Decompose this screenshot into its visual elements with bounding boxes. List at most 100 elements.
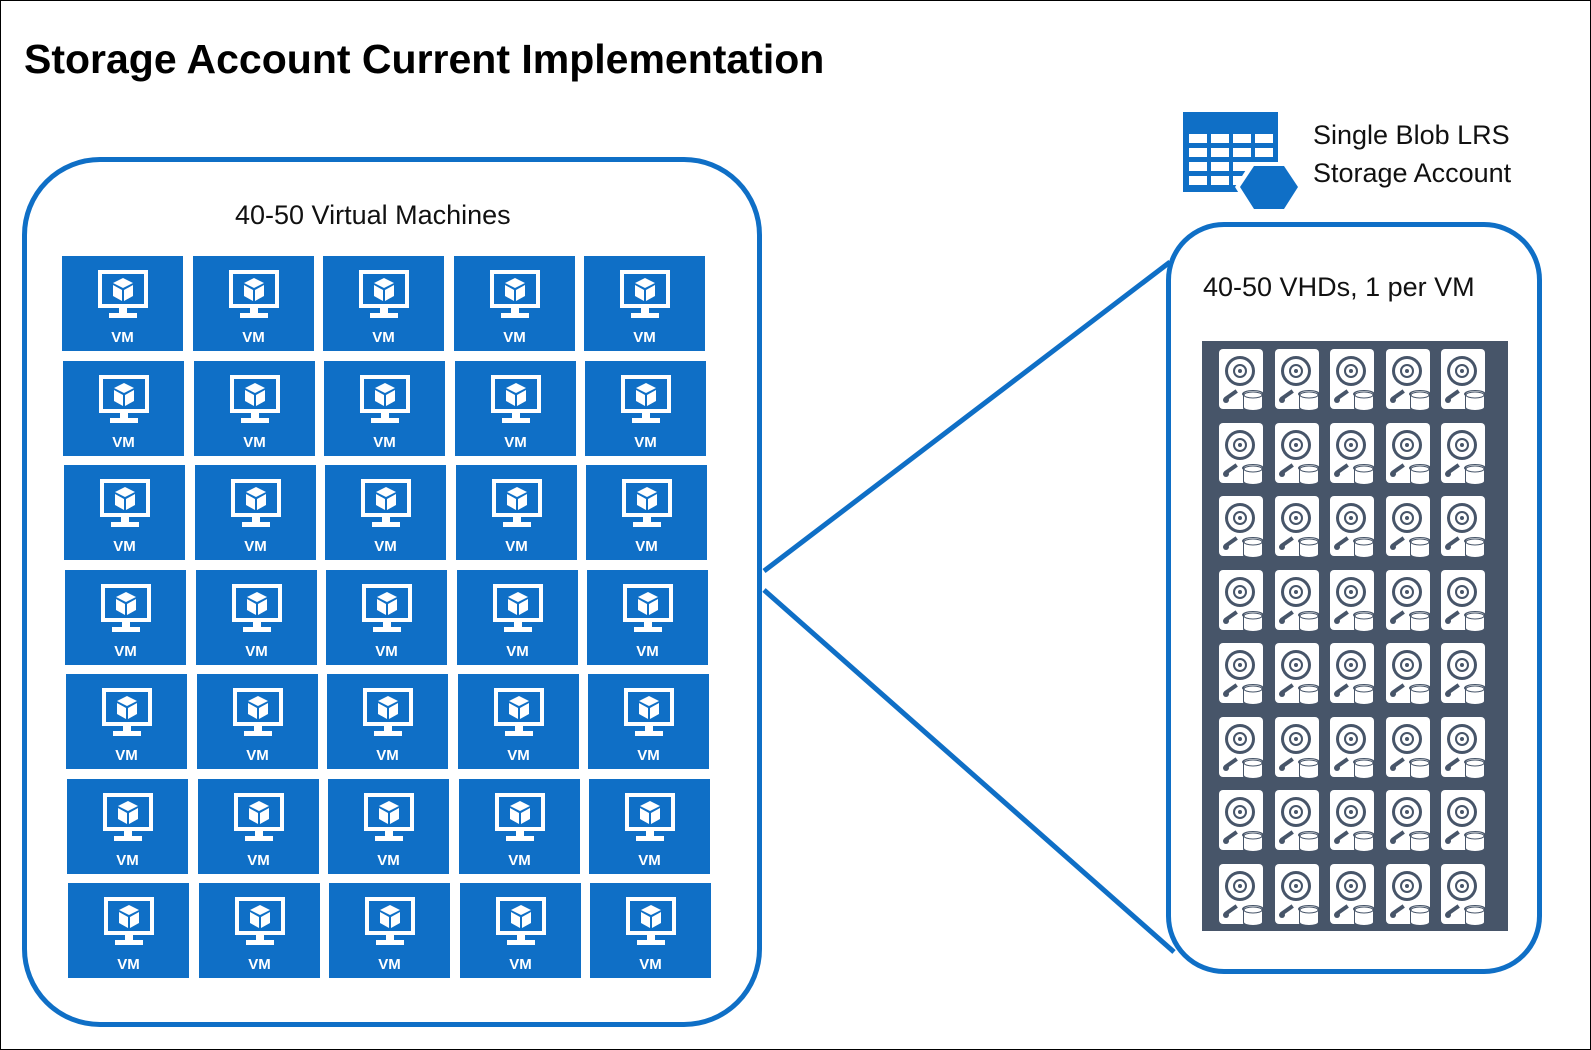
monitor-with-cube-icon: [98, 270, 148, 318]
vhd-disk: [1440, 347, 1489, 412]
vm-tile-label: VM: [504, 434, 527, 451]
hard-disk-drive-icon: [1330, 422, 1375, 485]
vhd-disk: [1218, 494, 1267, 559]
storage-account-group: [1166, 222, 1542, 974]
vm-tile-label: VM: [112, 434, 135, 451]
vm-tile-label: VM: [113, 538, 136, 555]
vm-tile: VM: [459, 779, 580, 874]
hard-disk-drive-icon: [1385, 349, 1431, 412]
vm-tile: VM: [68, 883, 189, 978]
vhd-disk: [1329, 715, 1378, 779]
vm-tile: VM: [326, 570, 447, 665]
monitor-with-cube-icon: [494, 688, 544, 736]
hard-disk-drive-icon: [1274, 422, 1320, 485]
monitor-with-cube-icon: [495, 793, 545, 841]
hard-disk-drive-icon: [1385, 569, 1431, 632]
vhd-disk: [1218, 715, 1267, 779]
hard-disk-drive-icon: [1219, 569, 1264, 632]
hard-disk-drive-icon: [1330, 349, 1375, 412]
vhd-disk: [1385, 641, 1434, 706]
hard-disk-drive-icon: [1219, 863, 1264, 926]
vhd-disk: [1218, 421, 1267, 485]
vhd-disk: [1274, 715, 1323, 779]
vm-tile: VM: [196, 570, 317, 665]
vm-tile-label: VM: [635, 538, 658, 555]
vm-tile: VM: [589, 779, 710, 874]
vm-tile-label: VM: [242, 329, 265, 346]
vhd-disk: [1440, 568, 1489, 632]
vm-tile: VM: [194, 361, 315, 456]
vm-tile: VM: [64, 465, 185, 560]
monitor-with-cube-icon: [626, 897, 676, 945]
monitor-with-cube-icon: [231, 479, 281, 527]
vhd-disk: [1440, 862, 1489, 926]
vhd-disk: [1218, 862, 1267, 926]
monitor-with-cube-icon: [493, 584, 543, 632]
vm-tile-label: VM: [636, 643, 659, 660]
vm-tile-label: VM: [248, 956, 271, 973]
vm-tile-label: VM: [115, 747, 138, 764]
hard-disk-drive-icon: [1385, 496, 1431, 559]
hard-disk-drive-icon: [1385, 863, 1431, 926]
vm-tile-label: VM: [375, 643, 398, 660]
vm-tile: VM: [323, 256, 444, 351]
vhd-disk: [1329, 421, 1378, 485]
virtual-machines-group-label: 40-50 Virtual Machines: [235, 200, 511, 230]
monitor-with-cube-icon: [365, 897, 415, 945]
vm-tile: VM: [585, 361, 706, 456]
storage-account-title-line1: Single Blob LRS: [1313, 120, 1510, 150]
vhd-disk: [1440, 715, 1489, 779]
vhd-disk: [1440, 788, 1489, 853]
hard-disk-drive-icon: [1441, 643, 1486, 706]
hard-disk-drive-icon: [1441, 863, 1486, 926]
vm-tile: VM: [460, 883, 581, 978]
hard-disk-drive-icon: [1274, 496, 1320, 559]
hard-disk-drive-icon: [1219, 496, 1264, 559]
monitor-with-cube-icon: [622, 479, 672, 527]
monitor-with-cube-icon: [99, 375, 149, 423]
monitor-with-cube-icon: [104, 897, 154, 945]
vm-tile-label: VM: [638, 852, 661, 869]
hard-disk-drive-icon: [1330, 790, 1375, 853]
hard-disk-drive-icon: [1441, 496, 1486, 559]
hard-disk-drive-icon: [1385, 716, 1431, 779]
vhd-group-label: 40-50 VHDs, 1 per VM: [1203, 272, 1475, 302]
vm-tile-label: VM: [245, 643, 268, 660]
callout-line-bottom: [762, 588, 1176, 954]
vhd-disk: [1440, 421, 1489, 485]
hard-disk-drive-icon: [1385, 643, 1431, 706]
vhd-disk: [1274, 862, 1323, 926]
vm-tile-label: VM: [508, 852, 531, 869]
vhd-disk: [1385, 715, 1434, 779]
storage-account-title-line2: Storage Account: [1313, 158, 1512, 188]
vm-tile-label: VM: [507, 747, 530, 764]
monitor-with-cube-icon: [496, 897, 546, 945]
vm-tile: VM: [198, 779, 319, 874]
diagram-title: Storage Account Current Implementation: [24, 36, 825, 82]
hard-disk-drive-icon: [1441, 569, 1486, 632]
vm-tile: VM: [455, 361, 576, 456]
monitor-with-cube-icon: [103, 793, 153, 841]
monitor-with-cube-icon: [230, 375, 280, 423]
hard-disk-drive-icon: [1274, 863, 1320, 926]
vm-tile: VM: [587, 570, 708, 665]
monitor-with-cube-icon: [232, 584, 282, 632]
monitor-with-cube-icon: [621, 375, 671, 423]
vhd-disk: [1218, 568, 1267, 632]
hard-disk-drive-icon: [1219, 422, 1264, 485]
hard-disk-drive-icon: [1274, 716, 1320, 779]
vhd-disk: [1274, 568, 1323, 632]
vhd-disk: [1218, 347, 1267, 412]
vm-tile: VM: [590, 883, 711, 978]
vm-tile-label: VM: [111, 329, 134, 346]
vhd-disk: [1329, 788, 1378, 853]
vm-tile-label: VM: [506, 643, 529, 660]
hard-disk-drive-icon: [1219, 349, 1264, 412]
monitor-with-cube-icon: [624, 688, 674, 736]
vhd-panel: [1202, 341, 1508, 931]
monitor-with-cube-icon: [623, 584, 673, 632]
vm-tile: VM: [457, 570, 578, 665]
hard-disk-drive-icon: [1330, 496, 1375, 559]
vm-tile-label: VM: [503, 329, 526, 346]
